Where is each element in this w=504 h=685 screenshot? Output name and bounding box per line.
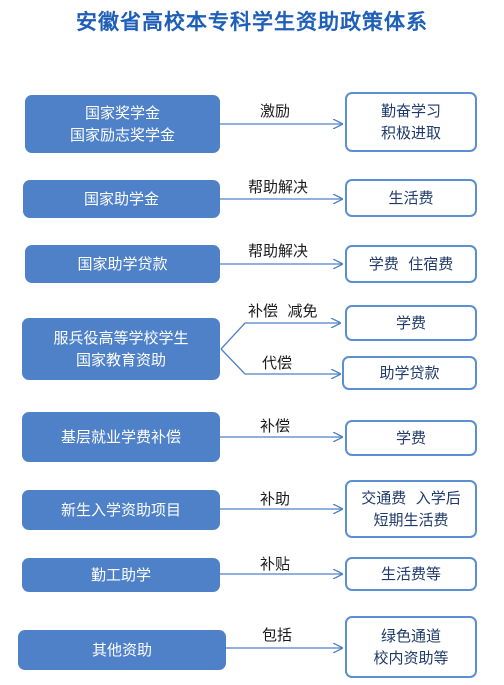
target-box-row-4-bottom: 助学贷款 — [342, 356, 477, 390]
target-box-row-7: 生活费等 — [345, 557, 477, 591]
target-line: 短期生活费 — [373, 511, 449, 529]
source-box-row-1: 国家奖学金 国家励志奖学金 — [25, 95, 220, 153]
edge-label-row-2: 帮助解决 — [248, 178, 309, 196]
source-line: 其他资助 — [91, 641, 152, 659]
edge-label-row-6: 补助 — [260, 490, 291, 508]
source-line: 国家励志奖学金 — [69, 126, 175, 144]
target-box-row-6: 交通费 入学后 短期生活费 — [345, 480, 477, 538]
target-box-row-3: 学费 住宿费 — [345, 245, 477, 283]
target-line: 生活费等 — [380, 565, 441, 583]
source-box-row-2: 国家助学金 — [23, 180, 220, 218]
source-line: 国家教育资助 — [75, 351, 166, 369]
target-line: 勤奋学习 — [380, 102, 441, 120]
target-box-row-2: 生活费 — [345, 179, 477, 217]
source-box-row-6: 新生入学资助项目 — [22, 490, 220, 530]
source-line: 国家奖学金 — [84, 104, 160, 122]
edge-label-row-7: 补贴 — [260, 555, 291, 573]
source-box-row-7: 勤工助学 — [22, 558, 220, 592]
source-line: 勤工助学 — [90, 566, 151, 584]
source-line: 国家助学金 — [83, 190, 159, 208]
target-line: 校内资助等 — [373, 649, 449, 667]
source-line: 服兵役高等学校学生 — [53, 329, 189, 347]
target-line: 绿色通道 — [380, 627, 441, 645]
target-line: 学费 — [395, 314, 426, 332]
source-line: 基层就业学费补偿 — [60, 428, 181, 446]
source-box-row-5: 基层就业学费补偿 — [22, 412, 220, 462]
target-box-row-1: 勤奋学习 积极进取 — [345, 92, 477, 152]
edge-label-row-4-top: 补偿 减免 — [248, 302, 318, 320]
target-line: 生活费 — [388, 189, 434, 207]
edge-label-row-8: 包括 — [262, 626, 293, 644]
arrow-row-4-top — [220, 323, 340, 350]
source-box-row-4: 服兵役高等学校学生 国家教育资助 — [22, 318, 220, 380]
page-title: 安徽省高校本专科学生资助政策体系 — [76, 10, 428, 34]
source-line: 国家助学贷款 — [77, 255, 168, 273]
target-line: 助学贷款 — [379, 364, 440, 382]
source-line: 新生入学资助项目 — [60, 501, 181, 519]
source-box-row-8: 其他资助 — [18, 630, 226, 670]
edge-label-row-5: 补偿 — [260, 417, 291, 435]
target-box-row-5: 学费 — [345, 420, 477, 456]
target-line: 交通费 入学后 — [361, 489, 461, 507]
edge-label-row-3: 帮助解决 — [248, 242, 309, 260]
source-box-row-3: 国家助学贷款 — [25, 245, 220, 283]
target-line: 积极进取 — [380, 124, 441, 142]
target-line: 学费 — [395, 429, 426, 447]
target-line: 学费 住宿费 — [368, 255, 454, 273]
arrow-row-4-bottom — [220, 348, 340, 374]
target-box-row-8: 绿色通道 校内资助等 — [345, 616, 477, 678]
edge-label-row-1: 激励 — [260, 102, 291, 120]
edge-label-row-4-bottom: 代偿 — [262, 354, 293, 372]
target-box-row-4-top: 学费 — [345, 305, 477, 341]
